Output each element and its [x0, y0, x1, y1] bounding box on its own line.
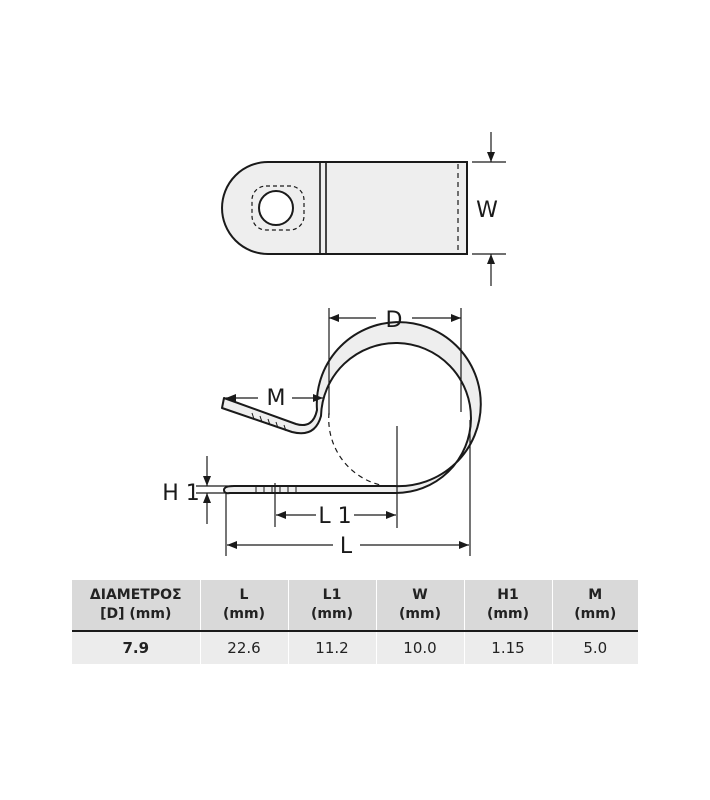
side-view [221, 321, 482, 528]
cell-diameter: 7.9 [72, 631, 200, 664]
header-m: M(mm) [551, 580, 638, 632]
cell-l1: 11.2 [287, 631, 376, 664]
spec-table: ΔΙΑΜΕΤΡΟΣ[D] (mm) L(mm) L1(mm) W(mm) H1(… [72, 580, 638, 664]
label-l: L [340, 534, 353, 559]
serrations-upper [251, 412, 287, 432]
header-h1: H1(mm) [463, 580, 552, 632]
label-d: D [386, 308, 403, 333]
serrations-lower [255, 486, 297, 493]
cell-w: 10.0 [375, 631, 464, 664]
label-w: W [476, 198, 498, 223]
dimension-h1: H 1 [162, 456, 232, 524]
cell-m: 5.0 [551, 631, 638, 664]
top-view-body [221, 161, 468, 255]
table-row: 7.9 22.6 11.2 10.0 1.15 5.0 [72, 631, 638, 664]
cell-l: 22.6 [199, 631, 288, 664]
label-l1: L 1 [318, 504, 351, 529]
mounting-hole [258, 190, 294, 226]
label-m: M [267, 386, 286, 411]
label-h1: H 1 [162, 481, 200, 506]
header-w: W(mm) [375, 580, 464, 632]
cable-clip-diagram: W D [162, 132, 506, 559]
cell-h1: 1.15 [463, 631, 552, 664]
hidden-loop-line [328, 412, 396, 488]
header-l1: L1(mm) [287, 580, 376, 632]
clip-strap [221, 321, 482, 495]
header-l: L(mm) [199, 580, 288, 632]
spec-table-header-row: ΔΙΑΜΕΤΡΟΣ[D] (mm) L(mm) L1(mm) W(mm) H1(… [72, 580, 638, 632]
dimension-w: W [472, 132, 506, 286]
top-view [221, 161, 468, 255]
dimension-l: L [225, 420, 471, 559]
header-diameter: ΔΙΑΜΕΤΡΟΣ[D] (mm) [72, 580, 200, 632]
dimension-d: D [328, 308, 462, 415]
dimension-l1: L 1 [274, 483, 396, 529]
dimension-m: M [226, 386, 323, 411]
